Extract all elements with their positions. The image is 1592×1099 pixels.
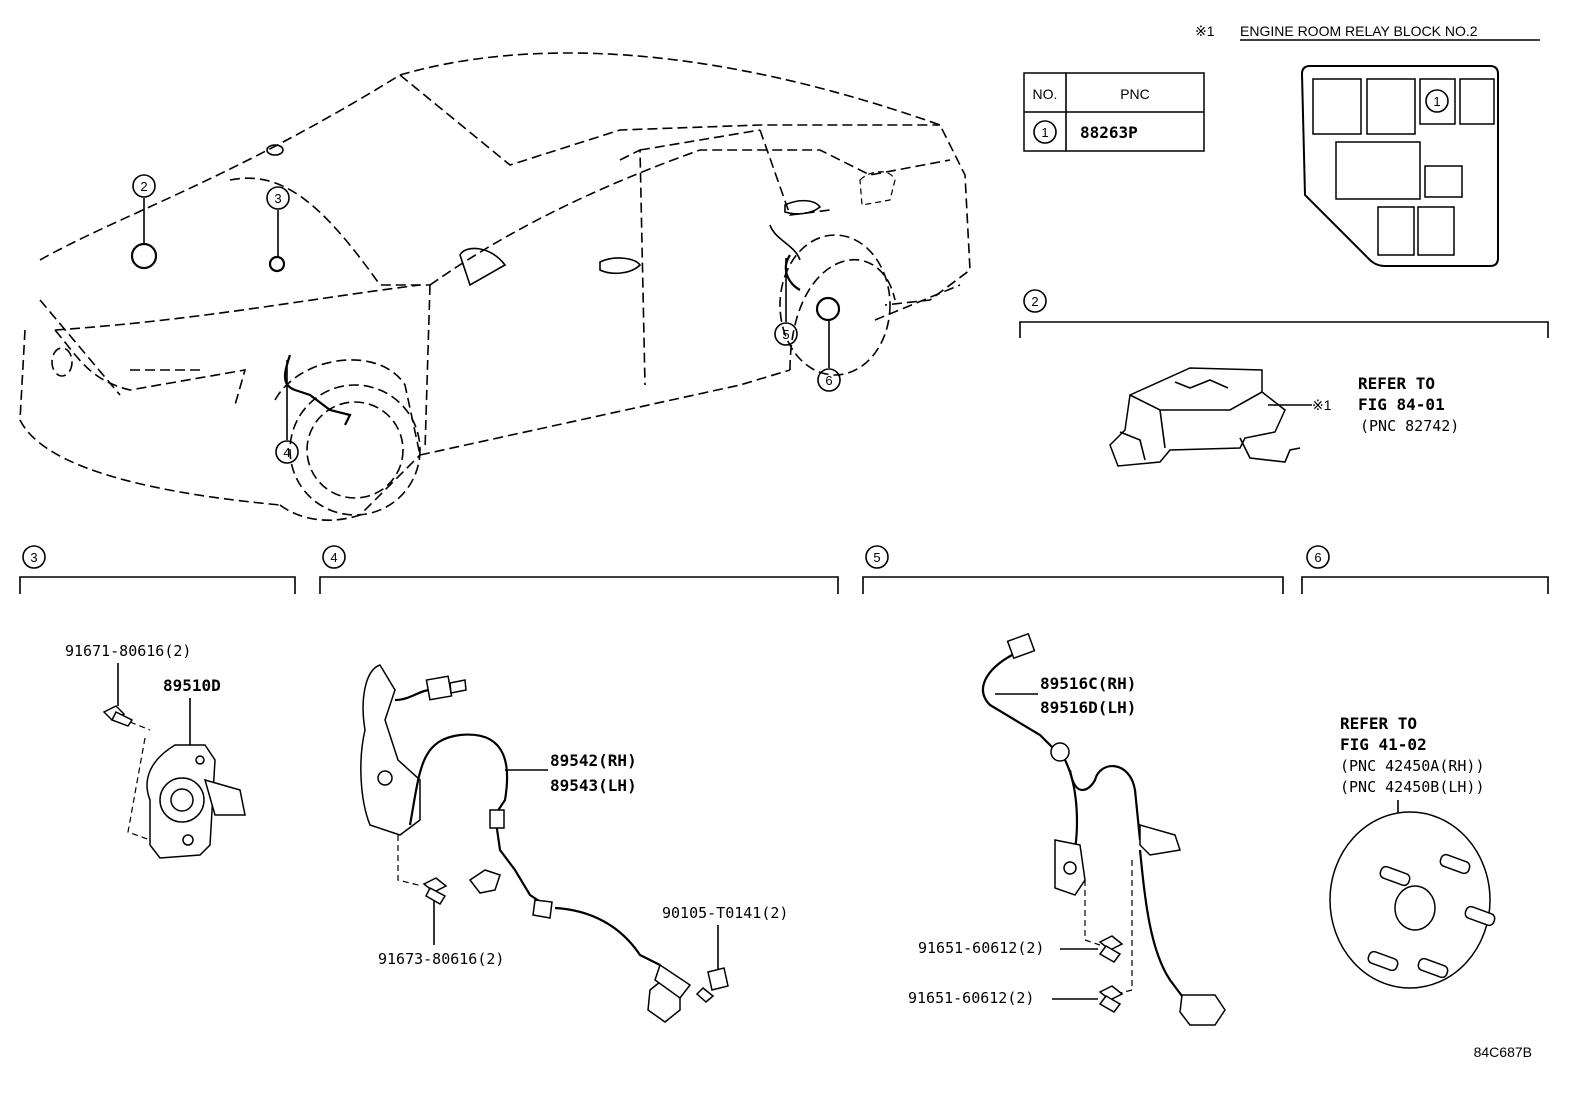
section-3-bolt — [102, 705, 134, 727]
pnc-row-value: 88263P — [1080, 123, 1138, 142]
relay-module-drawing — [1109, 367, 1312, 467]
section-2-number: 2 — [1031, 294, 1038, 309]
section-5-lh-label: 89516D(LH) — [1040, 698, 1136, 717]
section-4-clip — [695, 967, 729, 1003]
section-5-harness — [981, 632, 1226, 1026]
section-5-bolt-label-2: 91651-60612(2) — [908, 989, 1034, 1007]
pnc-col-pnc: PNC — [1120, 86, 1150, 102]
pnc-row-no: 1 — [1041, 125, 1048, 140]
section-5: 89516C(RH) 89516D(LH) 91651-60612(2) 916… — [908, 632, 1226, 1026]
section-3-sensor — [146, 744, 246, 859]
relay-block-header: ※1 ENGINE ROOM RELAY BLOCK NO.2 — [1195, 23, 1540, 41]
section-6-number: 6 — [1314, 550, 1321, 565]
relay-mark: ※1 — [1195, 23, 1215, 39]
section-5-rh-label: 89516C(RH) — [1040, 674, 1136, 693]
relay-block-callout: 1 — [1433, 94, 1440, 109]
figure-code: 84C687B — [1474, 1044, 1532, 1060]
section-4-number: 4 — [330, 550, 337, 565]
callout-5: 5 — [782, 327, 789, 342]
section-4-bolt — [422, 877, 448, 906]
section-5-bolt-1 — [1098, 935, 1124, 963]
relay-block-diagram: 1 — [1300, 65, 1499, 267]
car-illustration — [19, 52, 971, 521]
callout-3: 3 — [274, 191, 281, 206]
section-5-bolt-2 — [1098, 985, 1124, 1013]
section-6-hub — [1329, 811, 1496, 989]
callout-6: 6 — [825, 373, 832, 388]
section-6: REFER TO FIG 41-02 (PNC 42450A(RH)) (PNC… — [1329, 714, 1496, 989]
section-4-clip-label: 90105-T0141(2) — [662, 904, 788, 922]
section-2-refer-line2: FIG 84-01 — [1358, 395, 1445, 414]
callout-2: 2 — [140, 179, 147, 194]
section-5-number: 5 — [873, 550, 880, 565]
section-6-refer-line3: (PNC 42450A(RH)) — [1340, 757, 1485, 775]
section-6-refer-line2: FIG 41-02 — [1340, 735, 1427, 754]
relay-title: ENGINE ROOM RELAY BLOCK NO.2 — [1240, 23, 1478, 39]
section-4-rh-label: 89542(RH) — [550, 751, 637, 770]
section-2: 2 ※1 REFER TO FIG 84-01 (PNC 82742) — [1019, 289, 1549, 467]
pnc-col-no: NO. — [1033, 86, 1058, 102]
section-6-refer-line4: (PNC 42450B(LH)) — [1340, 778, 1485, 796]
car-callouts: 2 3 4 5 6 — [132, 174, 841, 464]
section-3-sensor-label: 89510D — [163, 676, 221, 695]
callout-4: 4 — [283, 445, 290, 460]
section-4: 89542(RH) 89543(LH) 90105-T0141(2) 91673… — [360, 664, 788, 1023]
section-2-refer-line3: (PNC 82742) — [1360, 417, 1459, 435]
section-4-harness — [360, 664, 692, 1023]
pnc-table: NO. PNC 1 88263P — [1023, 72, 1205, 152]
section-5-bolt-label-1: 91651-60612(2) — [918, 939, 1044, 957]
section-3-bolt-label: 91671-80616(2) — [65, 642, 191, 660]
section-3-number: 3 — [30, 550, 37, 565]
section-4-lh-label: 89543(LH) — [550, 776, 637, 795]
section-4-bolt-label: 91673-80616(2) — [378, 950, 504, 968]
section-6-refer-line1: REFER TO — [1340, 714, 1417, 733]
section-3: 91671-80616(2) 89510D — [65, 642, 246, 859]
section-headers: 3 4 5 6 — [19, 545, 1549, 594]
section-2-mark: ※1 — [1312, 397, 1332, 413]
section-2-refer-line1: REFER TO — [1358, 374, 1435, 393]
